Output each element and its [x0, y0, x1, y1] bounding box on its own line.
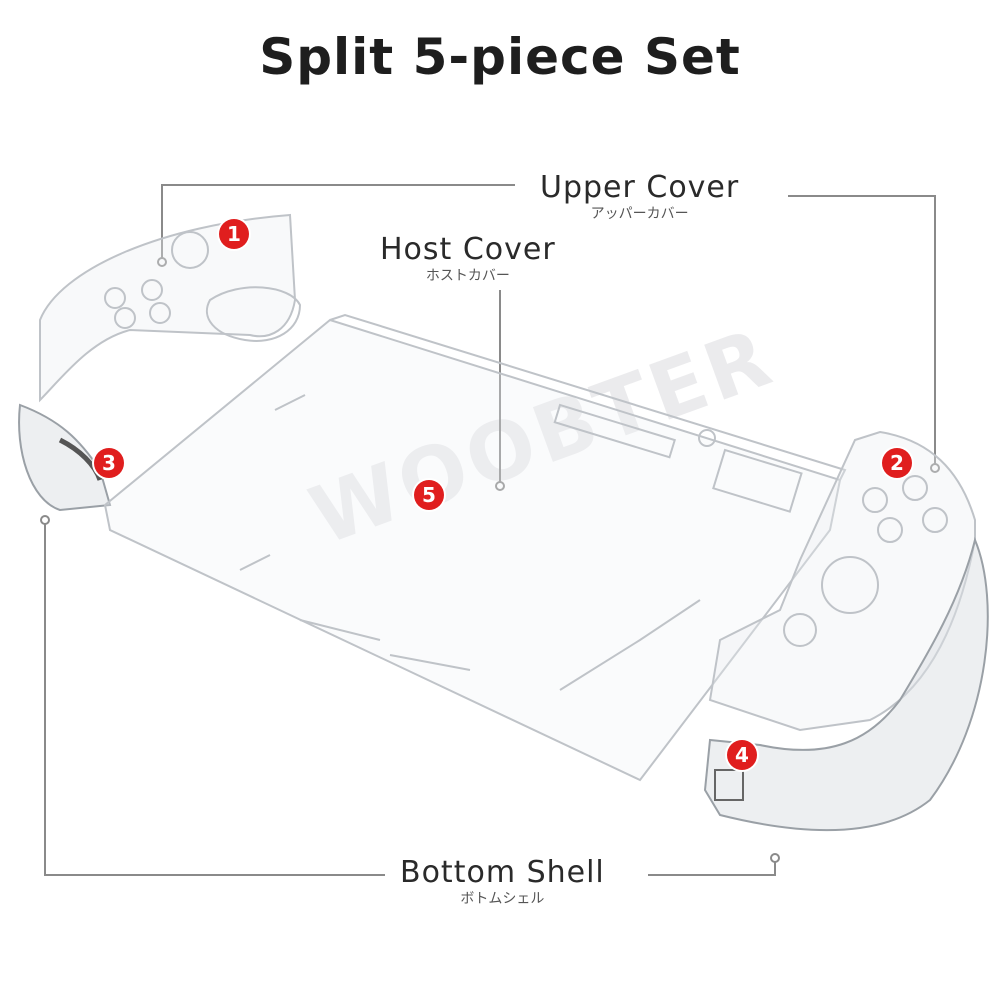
left-bottom-shell — [18, 403, 112, 512]
host-cover-label-en: Host Cover — [380, 232, 556, 267]
badge-1: 1 — [219, 219, 249, 249]
page-title: Split 5-piece Set — [259, 28, 741, 86]
upper-cover-label-ja: アッパーカバー — [590, 206, 689, 222]
right-bottom-shell — [703, 536, 989, 832]
right-upper-cover — [708, 430, 976, 732]
bottom-shell-label-en: Bottom Shell — [400, 855, 605, 890]
badge-2: 2 — [882, 448, 912, 478]
upper-cover-label-en: Upper Cover — [540, 170, 740, 205]
upper-cover-label: Upper Cover アッパーカバー — [540, 170, 739, 223]
badge-5: 5 — [414, 480, 444, 510]
bottom-shell-label-ja: ボトムシェル — [460, 891, 545, 907]
host-cover — [103, 313, 847, 782]
left-upper-cover — [39, 213, 302, 403]
badge-3: 3 — [94, 448, 124, 478]
badge-4: 4 — [727, 740, 757, 770]
leader-lines — [44, 184, 936, 876]
host-cover-label: Host Cover ホストカバー — [380, 232, 556, 285]
bottom-shell-label: Bottom Shell ボトムシェル — [400, 855, 605, 908]
host-cover-label-ja: ホストカバー — [425, 268, 510, 284]
